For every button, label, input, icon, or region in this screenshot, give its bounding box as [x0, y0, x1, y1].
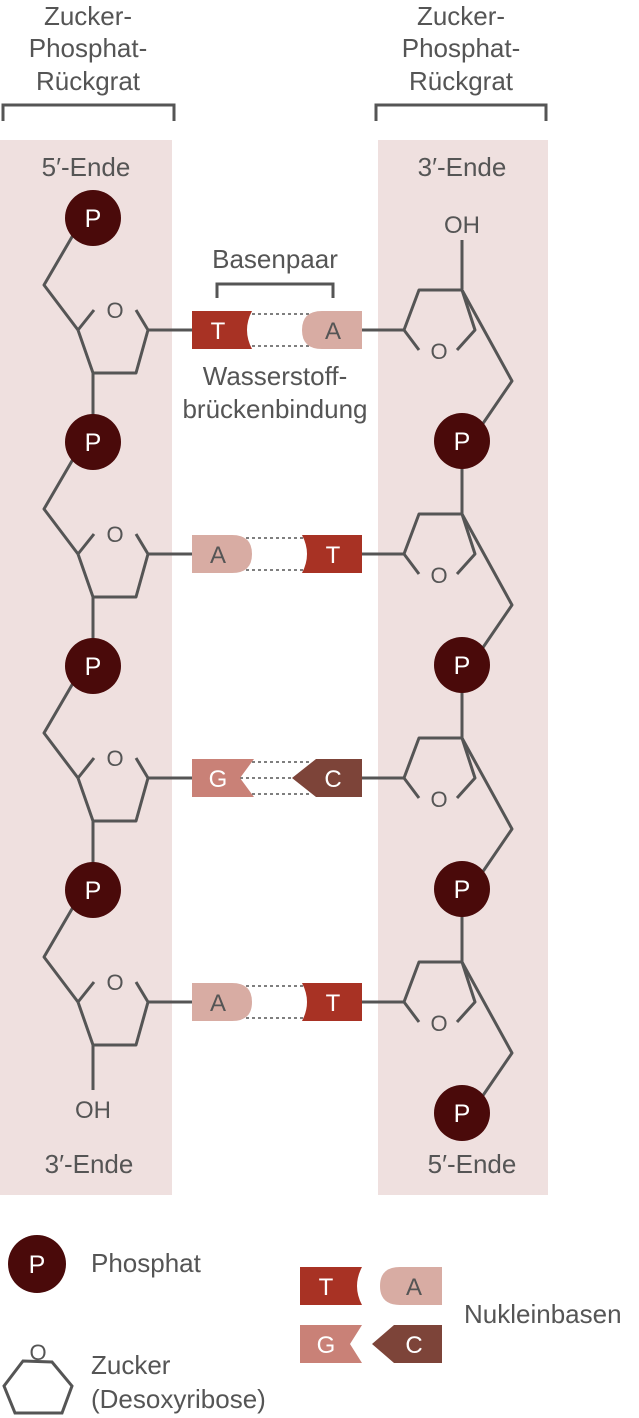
right-strand: O P O P O P O P — [362, 288, 514, 1141]
backbone-right-line1: Zucker- — [417, 1, 505, 31]
left-phosphate — [65, 190, 121, 246]
base-letter-right: T — [326, 542, 341, 569]
right-sugar-ring — [402, 737, 477, 800]
left-sugar-link — [42, 889, 85, 1003]
backbone-left-line3: Rückgrat — [36, 66, 141, 96]
left-sugar-link — [42, 665, 85, 779]
backbone-label-left: Zucker- Phosphat- Rückgrat — [29, 1, 148, 96]
legend-phosphate-symbol — [8, 1235, 66, 1293]
legend-guanine-letter: G — [317, 1332, 336, 1359]
base-t-right — [302, 983, 362, 1021]
legend-sugar: O Zucker (Desoxyribose) — [2, 1340, 266, 1415]
legend-sugar-ring-icon — [2, 1359, 74, 1415]
left-phosphate-letter: P — [85, 877, 102, 905]
left-sugar-ring — [76, 981, 150, 1047]
base-pairs: T A A T G C A T — [192, 311, 362, 1021]
right-sugar-ring — [402, 289, 477, 352]
left-phosphate — [65, 638, 121, 694]
backbone-bracket-right — [374, 103, 548, 121]
left-sugar-oxygen: O — [106, 298, 123, 323]
right-phosphate — [434, 1085, 490, 1141]
base-g-left — [192, 759, 254, 797]
base-t-right — [302, 535, 362, 573]
right-sugar-oxygen: O — [430, 339, 447, 364]
right-phosphate-letter: P — [454, 876, 471, 904]
backbone-left-line1: Zucker- — [44, 1, 132, 31]
right-top-end-label: 3′-Ende — [418, 152, 507, 182]
right-sugar-oxygen: O — [430, 1011, 447, 1036]
backbone-right-line2: Phosphat- — [402, 33, 521, 63]
left-top-end-label: 5′-Ende — [42, 152, 131, 182]
right-phosphate — [434, 861, 490, 917]
legend-thymine-shape — [300, 1267, 362, 1305]
left-phosphate — [65, 862, 121, 918]
basepair-label: Basenpaar — [212, 244, 338, 274]
left-phosphate-letter: P — [85, 429, 102, 457]
left-sugar-oxygen: O — [106, 746, 123, 771]
base-letter-right: A — [325, 318, 341, 345]
left-phosphate-letter: P — [85, 653, 102, 681]
left-sugar-ring — [76, 757, 150, 823]
right-phosphate — [434, 413, 490, 469]
left-oh-label: OH — [75, 1097, 111, 1124]
legend-sugar-label-line2: (Desoxyribose) — [91, 1384, 266, 1414]
base-letter-left: A — [210, 990, 226, 1017]
base-letter-left: T — [211, 318, 226, 345]
right-sugar-ring — [402, 961, 477, 1024]
base-a-left — [192, 535, 252, 573]
hbond-label-line2: brückenbindung — [182, 394, 367, 424]
right-phosphate-letter: P — [454, 1100, 471, 1128]
base-letter-right: C — [324, 766, 341, 793]
legend-cytosine-letter: C — [405, 1332, 422, 1359]
legend-guanine-shape — [300, 1325, 362, 1363]
legend: P Phosphat O Zucker (Desoxyribose) T A G… — [2, 1235, 622, 1415]
base-a-right — [302, 311, 362, 349]
legend-adenine-shape — [380, 1267, 442, 1305]
legend-thymine-letter: T — [319, 1274, 334, 1301]
left-sugar-ring — [76, 309, 150, 375]
legend-adenine-letter: A — [406, 1274, 422, 1301]
legend-sugar-oxygen: O — [29, 1340, 46, 1365]
left-strand: O P O P O P O P — [42, 190, 192, 1047]
legend-bases: T A G C Nukleinbasen — [300, 1267, 622, 1363]
basepair-bracket — [215, 282, 335, 298]
right-sugar-oxygen: O — [430, 563, 447, 588]
legend-phosphate-letter: P — [29, 1251, 46, 1279]
right-sugar-ring — [402, 513, 477, 576]
backbone-right-line3: Rückgrat — [409, 66, 514, 96]
legend-bases-label: Nukleinbasen — [464, 1299, 622, 1329]
base-letter-left: G — [209, 766, 228, 793]
base-c-right — [292, 759, 362, 797]
left-sugar-oxygen: O — [106, 522, 123, 547]
left-sugar-link — [42, 441, 85, 555]
left-phosphate — [65, 414, 121, 470]
backbone-label-right: Zucker- Phosphat- Rückgrat — [402, 1, 521, 96]
legend-cytosine-shape — [372, 1325, 442, 1363]
base-t-left — [192, 311, 252, 349]
right-phosphate — [434, 637, 490, 693]
right-phosphate-letter: P — [454, 652, 471, 680]
legend-phosphate-label: Phosphat — [91, 1248, 202, 1278]
backbone-left-line2: Phosphat- — [29, 33, 148, 63]
left-bottom-end-label: 3′-Ende — [45, 1149, 134, 1179]
legend-sugar-label-line1: Zucker — [91, 1350, 171, 1380]
right-oh-label: OH — [444, 212, 480, 239]
left-sugar-oxygen: O — [106, 970, 123, 995]
backbone-bracket-left — [1, 103, 176, 121]
right-bottom-end-label: 5′-Ende — [428, 1149, 517, 1179]
left-phosphate-letter: P — [85, 205, 102, 233]
left-sugar-ring — [76, 533, 150, 599]
base-a-left — [192, 983, 252, 1021]
base-letter-right: T — [326, 990, 341, 1017]
left-sugar-link — [42, 217, 85, 331]
base-letter-left: A — [210, 542, 226, 569]
hbond-label-line1: Wasserstoff- — [203, 361, 347, 391]
legend-phosphate: P Phosphat — [8, 1235, 202, 1293]
right-sugar-oxygen: O — [430, 787, 447, 812]
right-phosphate-letter: P — [454, 428, 471, 456]
